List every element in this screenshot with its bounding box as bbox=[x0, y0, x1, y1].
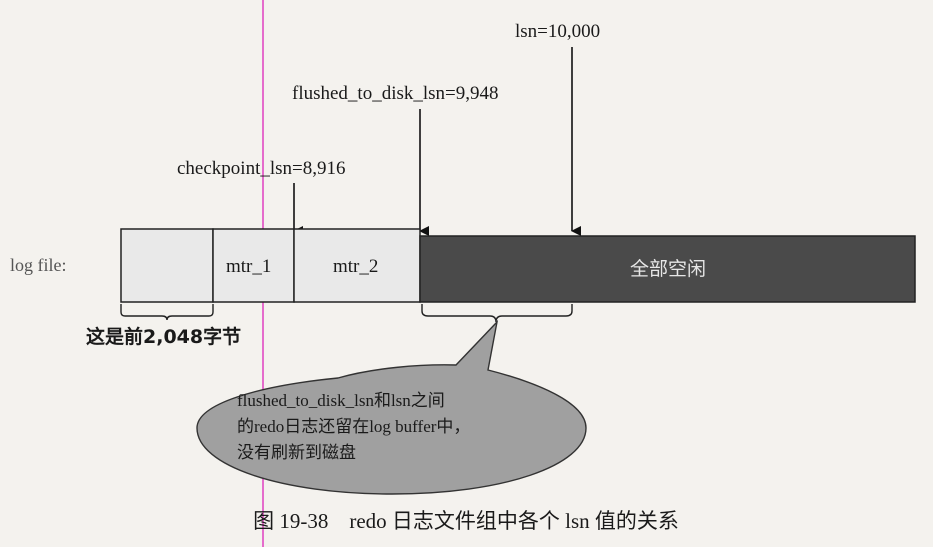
lsn-label: lsn=10,000 bbox=[515, 21, 600, 42]
free-space-segment bbox=[419, 235, 916, 303]
log-file-label: log file: bbox=[10, 255, 67, 275]
callout-line-3: 没有刷新到磁盘 bbox=[237, 443, 356, 462]
callout-line-1: flushed_to_disk_lsn和lsn之间 bbox=[237, 391, 445, 410]
figure-caption: 图 19-38 redo 日志文件组中各个 lsn 值的关系 bbox=[253, 509, 679, 533]
header-brace bbox=[120, 304, 214, 321]
first-bytes-label: 这是前2,048字节 bbox=[86, 325, 241, 348]
mtr-1-label: mtr_1 bbox=[226, 256, 271, 277]
checkpoint-lsn-label: checkpoint_lsn=8,916 bbox=[177, 158, 346, 179]
unflushed-brace bbox=[421, 304, 573, 323]
callout-line-2: 的redo日志还留在log buffer中， bbox=[237, 417, 470, 436]
free-space-label: 全部空闲 bbox=[630, 258, 706, 280]
callout-bubble bbox=[196, 319, 587, 495]
flushed-to-disk-lsn-label: flushed_to_disk_lsn=9,948 bbox=[292, 83, 499, 104]
mtr-2-segment bbox=[293, 228, 421, 303]
header-segment bbox=[120, 228, 214, 303]
mtr-2-label: mtr_2 bbox=[333, 256, 378, 277]
mtr-1-segment bbox=[212, 228, 295, 303]
